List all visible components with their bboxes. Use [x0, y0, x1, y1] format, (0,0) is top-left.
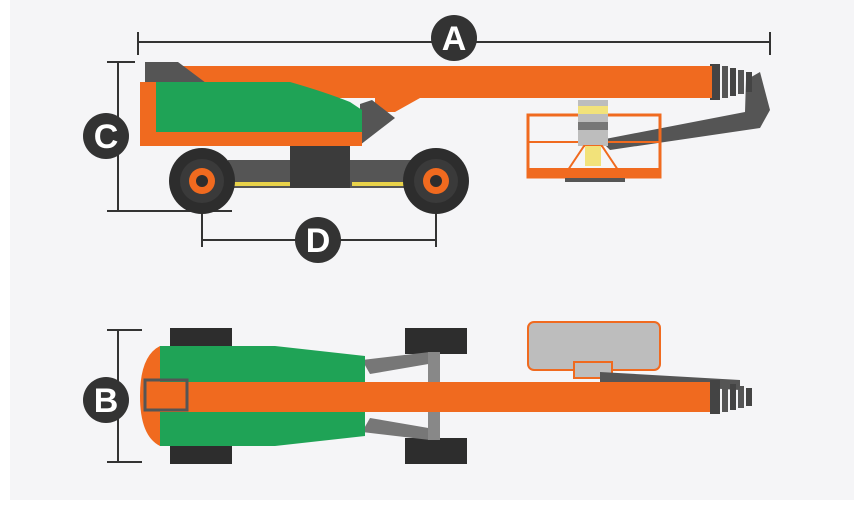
svg-text:B: B [94, 382, 119, 420]
boom-pivot [145, 62, 210, 86]
body-orange-strip [140, 132, 362, 146]
svg-text:C: C [94, 118, 119, 156]
top-tire-rear-left [405, 328, 467, 354]
rear-wheel [403, 148, 469, 214]
svg-text:D: D [306, 222, 331, 260]
label-a: A [431, 15, 477, 61]
label-d: D [295, 217, 341, 263]
platform-basket [526, 100, 662, 182]
jib-arm [600, 72, 770, 150]
top-tire-rear-right [405, 438, 467, 464]
top-view [107, 321, 752, 464]
chassis-center [290, 146, 350, 188]
body-orange-cap [140, 82, 156, 145]
steering-arms [362, 352, 440, 440]
front-wheel [169, 148, 235, 214]
top-boom-pivot [143, 378, 189, 412]
label-c: C [83, 113, 129, 159]
svg-text:A: A [442, 20, 467, 58]
engine-body [140, 82, 362, 145]
lift-cylinder [360, 100, 395, 145]
hazard-stripes [234, 182, 408, 186]
boom-bellows [710, 64, 752, 100]
side-view [107, 32, 771, 247]
label-b: B [83, 377, 129, 423]
boom-support [375, 98, 420, 112]
top-tire-front-left [170, 328, 232, 348]
top-main-boom [145, 382, 713, 412]
top-boom-bellows [710, 380, 752, 414]
top-tire-front-right [170, 444, 232, 464]
